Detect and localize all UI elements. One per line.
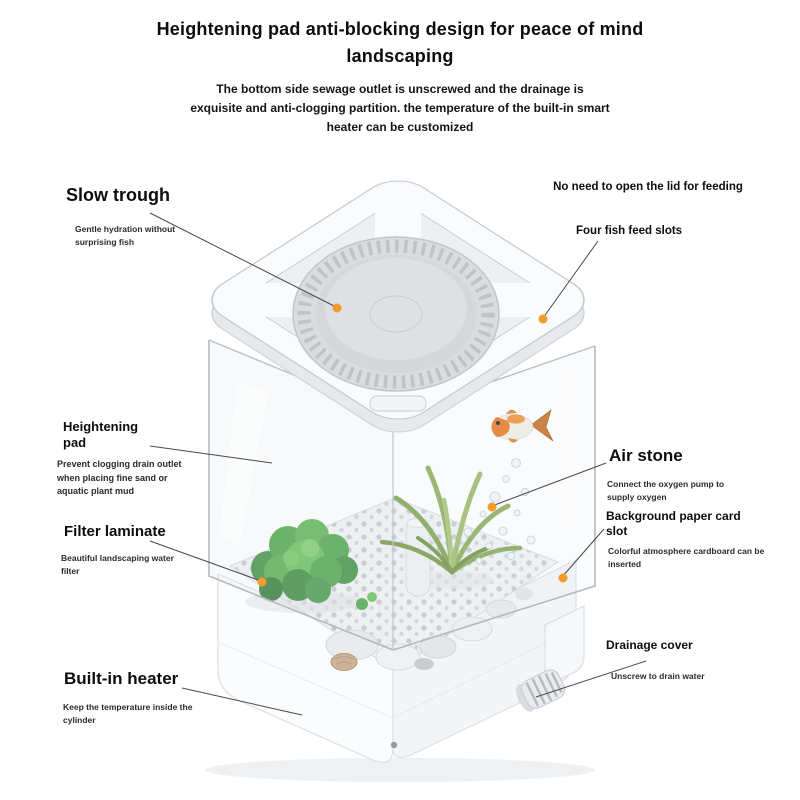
line-heightening-pad bbox=[149, 445, 273, 464]
page-title: Heightening pad anti-blocking design for… bbox=[156, 19, 644, 66]
callout-built-in-heater-desc: Keep the temperature inside the cylinder bbox=[63, 702, 193, 725]
callout-air-stone-desc: Connect the oxygen pump to supply oxygen bbox=[607, 479, 725, 502]
callout-drainage-cover-title: Drainage cover bbox=[606, 638, 693, 652]
base-front-button bbox=[390, 741, 398, 749]
feeder-dial bbox=[292, 236, 500, 392]
callout-filter-laminate-title: Filter laminate bbox=[64, 523, 166, 540]
callout-air-stone-title: Air stone bbox=[609, 446, 683, 465]
callout-slow-trough-title: Slow trough bbox=[66, 185, 170, 205]
shell bbox=[330, 653, 358, 671]
line-drainage-cover bbox=[535, 660, 647, 698]
callout-feeding-sub: Four fish feed slots bbox=[576, 225, 683, 237]
drainage-knob bbox=[516, 605, 585, 712]
lid-front-tab bbox=[369, 395, 427, 412]
bubbles bbox=[463, 458, 536, 565]
callout-filter-laminate-desc: Beautiful landscaping water filter bbox=[61, 553, 174, 576]
callout-background-slot-desc: Colorful atmosphere cardboard can be ins… bbox=[608, 546, 765, 569]
dot-slow-trough bbox=[332, 303, 342, 313]
plant-bushy bbox=[251, 519, 358, 603]
callout-lines bbox=[149, 212, 647, 716]
dot-background-slot bbox=[558, 573, 568, 583]
tank-lid bbox=[211, 180, 585, 433]
callout-feeding-title: No need to open the lid for feeding bbox=[553, 181, 743, 193]
line-air-stone bbox=[491, 462, 607, 507]
glass-walls bbox=[208, 339, 596, 651]
dot-filter-laminate bbox=[257, 577, 267, 587]
line-filter-laminate bbox=[149, 540, 262, 582]
callout-background-slot-title: Background paper card slot bbox=[606, 509, 741, 538]
line-feeding bbox=[542, 240, 599, 319]
plant-shadow bbox=[410, 571, 494, 589]
ground-shadow bbox=[205, 758, 595, 782]
dot-feeding bbox=[538, 314, 548, 324]
fish bbox=[490, 409, 554, 443]
callout-drainage-cover-desc: Unscrew to drain water bbox=[611, 671, 705, 681]
callout-heightening-pad-title: Heightening pad bbox=[63, 419, 139, 451]
callout-built-in-heater-title: Built-in heater bbox=[64, 669, 179, 688]
line-background-slot bbox=[561, 528, 605, 578]
stones bbox=[325, 588, 533, 671]
callout-dots bbox=[257, 303, 568, 587]
page-subtitle: The bottom side sewage outlet is unscrew… bbox=[190, 82, 610, 135]
callout-slow-trough-desc: Gentle hydration without surprising fish bbox=[75, 224, 176, 247]
dot-air-stone bbox=[487, 502, 497, 512]
callout-heightening-pad-desc: Prevent clogging drain outlet when placi… bbox=[57, 459, 182, 496]
plant-spiky bbox=[379, 465, 523, 575]
line-built-in-heater bbox=[181, 687, 303, 716]
line-slow-trough bbox=[149, 212, 337, 308]
